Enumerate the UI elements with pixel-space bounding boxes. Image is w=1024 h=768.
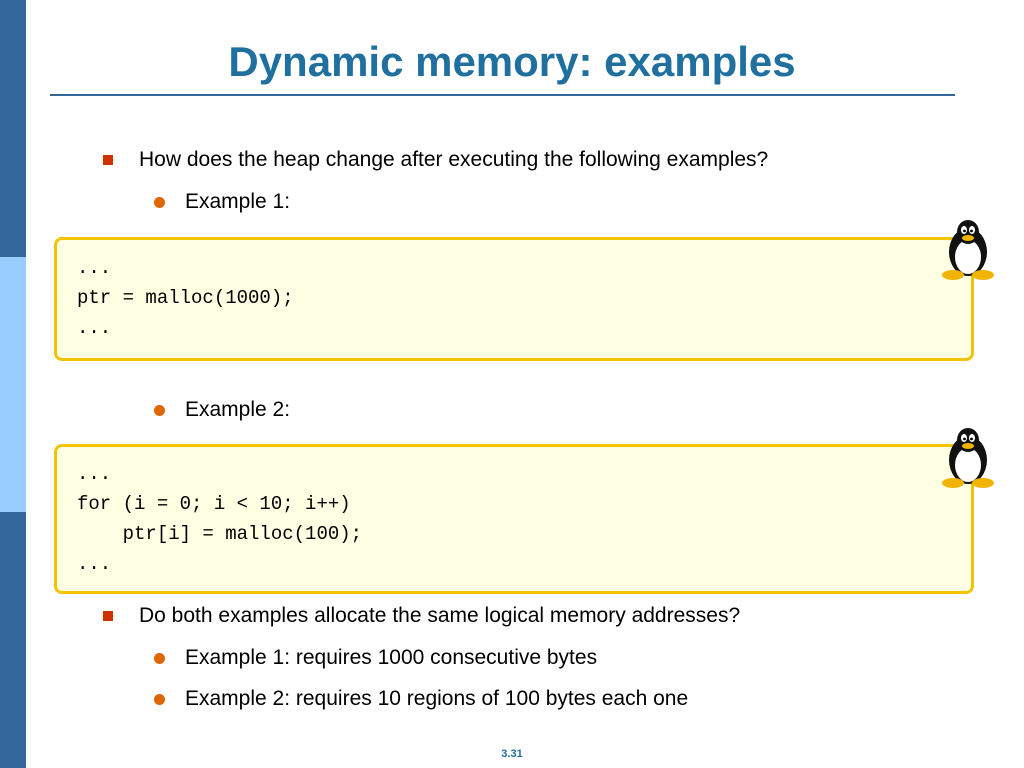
round-bullet-icon	[154, 693, 165, 705]
code-block-example-1: ... ptr = malloc(1000); ...	[54, 237, 974, 361]
left-sidebar-highlight	[0, 257, 26, 512]
page-number: 3.31	[501, 748, 523, 760]
left-sidebar-band	[0, 0, 26, 768]
bullet-question-2: Do both examples allocate the same logic…	[103, 604, 740, 628]
sub-bullet-example-1: Example 1:	[154, 190, 290, 214]
example-2-label: Example 2:	[185, 398, 291, 421]
code-example-2: ... for (i = 0; i < 10; i++) ptr[i] = ma…	[77, 463, 363, 575]
tux-penguin-icon	[942, 428, 994, 488]
round-bullet-icon	[154, 652, 165, 664]
code-example-1: ... ptr = malloc(1000); ...	[77, 257, 294, 339]
round-bullet-icon	[154, 404, 165, 416]
slide-title: Dynamic memory: examples	[228, 38, 796, 85]
example-1-label: Example 1:	[185, 190, 291, 213]
square-bullet-icon	[103, 155, 113, 165]
tux-penguin-icon	[942, 220, 994, 280]
answer-1-text: Example 1: requires 1000 consecutive byt…	[185, 646, 598, 669]
question-1-text: How does the heap change after executing…	[139, 148, 769, 171]
sub-bullet-example-2: Example 2:	[154, 398, 290, 422]
bullet-question-1: How does the heap change after executing…	[103, 148, 768, 172]
square-bullet-icon	[103, 611, 113, 621]
question-2-text: Do both examples allocate the same logic…	[139, 604, 741, 627]
sub-bullet-answer-1: Example 1: requires 1000 consecutive byt…	[154, 646, 597, 670]
round-bullet-icon	[154, 196, 165, 208]
code-block-example-2: ... for (i = 0; i < 10; i++) ptr[i] = ma…	[54, 444, 974, 594]
answer-2-text: Example 2: requires 10 regions of 100 by…	[185, 687, 689, 710]
title-divider	[50, 94, 955, 96]
sub-bullet-answer-2: Example 2: requires 10 regions of 100 by…	[154, 687, 688, 711]
